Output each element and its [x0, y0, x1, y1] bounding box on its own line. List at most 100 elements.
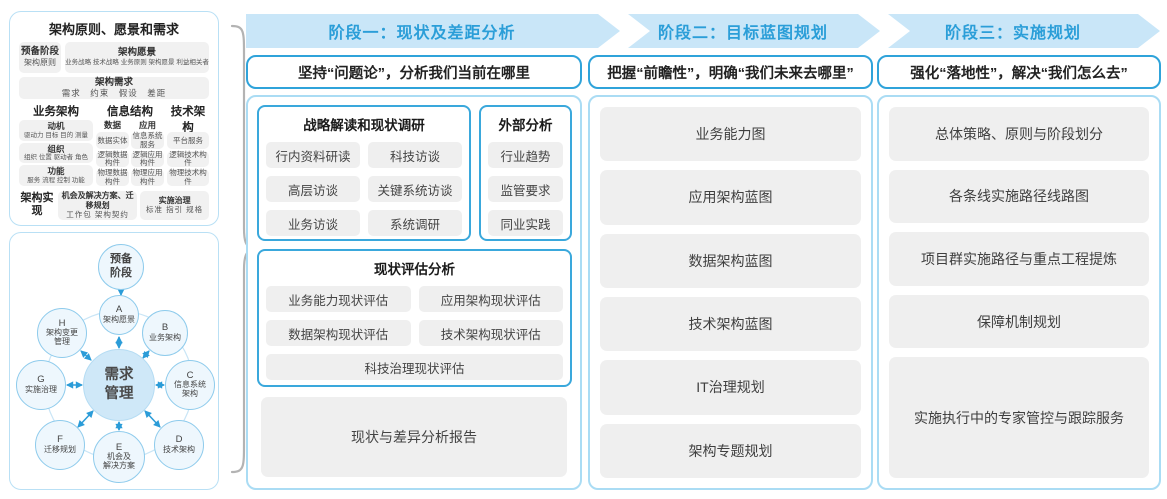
- framework-columns: 动机 驱动力 目标 目的 测量 组织 组织 位置 驱动者 角色 功能 服务 流程…: [19, 120, 209, 186]
- prep-phase-title: 预备阶段: [20, 46, 59, 58]
- data-item: 物理数据构件: [96, 168, 129, 186]
- technical-architecture-header: 技术架构: [170, 106, 206, 135]
- phase2-band-label: 阶段二：目标蓝图规划: [657, 25, 828, 42]
- adm-cycle-diagram: 预备 阶段 A 架构愿景 B 业务架构 C 信息系统 架构 D 技术架构 E 机…: [10, 233, 218, 489]
- strategy-research-box: 战略解读和现状调研 行内资料研读 科技访谈 高层访谈 关键系统访谈 业务访谈 系…: [257, 105, 471, 241]
- implementation-governance-box: 实施治理 标准 指引 规格: [140, 190, 209, 220]
- technology-item: 物理技术构件: [167, 169, 209, 186]
- phase3-deliverables-list: 总体策略、原则与阶段划分 各条线实施路径线路图 项目群实施路径与重点工程提炼 保…: [889, 107, 1149, 478]
- strategy-item: 业务访谈: [266, 210, 360, 236]
- function-title: 功能: [47, 166, 65, 177]
- technology-item: 逻辑技术构件: [167, 150, 209, 168]
- implementation-governance-title: 实施治理: [158, 195, 191, 205]
- framework-row-vision: 预备阶段 架构原则 架构愿景 业务战略 技术战略 业务原则 架构愿景 利益相关者: [19, 42, 209, 73]
- phase1-band-label: 阶段一：现状及差距分析: [328, 25, 516, 42]
- adm-node-letter: F: [57, 434, 63, 446]
- function-box: 功能 服务 流程 控制 功能: [19, 165, 93, 186]
- external-analysis-list: 行业趋势 监管要求 同业实践: [481, 134, 570, 236]
- adm-node-letter: E: [115, 441, 123, 453]
- adm-requirements-management-circle: 需求 管理: [83, 349, 155, 421]
- application-item: 信息系统服务: [131, 131, 164, 149]
- adm-node-f: F 迁移规划: [35, 420, 85, 470]
- information-structure-column: 数据 数据实体 逻辑数据构件 物理数据构件 应用 信息系统服务 逻辑应用构件 物…: [96, 120, 164, 186]
- information-structure-header: 信息结构: [107, 106, 153, 119]
- opportunity-migration-box: 机会及解决方案、迁移规划 工作包 架构契约: [58, 190, 138, 220]
- assessment-analysis-title: 现状评估分析: [374, 262, 455, 277]
- strategy-item: 高层访谈: [266, 176, 360, 202]
- adm-node-letter: H: [58, 317, 66, 329]
- organization-sub: 组织 位置 驱动者 角色: [24, 154, 88, 162]
- strategy-research-grid: 行内资料研读 科技访谈 高层访谈 关键系统访谈 业务访谈 系统调研: [259, 134, 469, 236]
- strategy-item: 系统调研: [368, 210, 462, 236]
- phase2-item: 技术架构蓝图: [600, 296, 861, 352]
- phase2-deliverables-list: 业务能力图 应用架构蓝图 数据架构蓝图 技术架构蓝图 IT治理规划 架构专题规划: [600, 107, 861, 478]
- business-architecture-column: 动机 驱动力 目标 目的 测量 组织 组织 位置 驱动者 角色 功能 服务 流程…: [19, 120, 93, 186]
- gap-analysis-report-box: 现状与差异分析报告: [261, 397, 567, 477]
- motivation-box: 动机 驱动力 目标 目的 测量: [19, 120, 93, 141]
- technical-architecture-column: 平台服务 逻辑技术构件 物理技术构件: [167, 120, 209, 186]
- external-analysis-title: 外部分析: [498, 118, 553, 133]
- phase2-item: 应用架构蓝图: [600, 170, 861, 225]
- assessment-item: 应用架构现状评估: [418, 286, 563, 312]
- phase3-column: 总体策略、原则与阶段划分 各条线实施路径线路图 项目群实施路径与重点工程提炼 保…: [877, 95, 1161, 490]
- phase2-item: 架构专题规划: [600, 423, 861, 478]
- data-item: 逻辑数据构件: [96, 149, 129, 168]
- architecture-demand-title: 架构需求: [94, 76, 133, 88]
- application-item: 逻辑应用构件: [131, 149, 164, 168]
- framework-title: 架构原则、愿景和需求: [48, 22, 179, 37]
- adm-node-letter: C: [186, 369, 194, 381]
- adm-node-letter: A: [115, 304, 123, 316]
- adm-node-label: 技术架构: [163, 444, 195, 454]
- adm-node-label: 架构愿景: [103, 314, 135, 324]
- assessment-item: 科技治理现状评估: [266, 354, 563, 380]
- framework-column-headers: 业务架构 信息结构 技术架构: [19, 103, 209, 135]
- adm-node-b: B 业务架构: [142, 310, 188, 356]
- adm-node-letter: B: [161, 322, 169, 334]
- strategy-research-title: 战略解读和现状调研: [303, 118, 425, 133]
- architecture-realization-row: 架构实现 机会及解决方案、迁移规划 工作包 架构契约 实施治理 标准 指引 规格: [19, 190, 209, 220]
- organization-title: 组织: [47, 143, 65, 154]
- adm-node-label: 迁移规划: [44, 444, 76, 454]
- phase3-item: 项目群实施路径与重点工程提炼: [889, 232, 1149, 286]
- phase3-item: 保障机制规划: [889, 294, 1149, 349]
- adm-node-c: C 信息系统 架构: [165, 360, 215, 410]
- data-subcolumn: 数据 数据实体 逻辑数据构件 物理数据构件: [96, 120, 129, 186]
- architecture-vision-sub: 业务战略 技术战略 业务原则 架构愿景 利益相关者: [65, 58, 209, 66]
- motivation-sub: 驱动力 目标 目的 测量: [24, 131, 88, 139]
- adm-node-h: H 架构变更 管理: [37, 308, 87, 358]
- adm-node-label: 业务架构: [149, 332, 181, 342]
- application-subheader: 应用: [138, 120, 156, 131]
- external-analysis-box: 外部分析 行业趋势 监管要求 同业实践: [479, 105, 572, 241]
- adm-node-label: 实施治理: [25, 384, 57, 394]
- adm-node-label: 信息系统 架构: [174, 380, 206, 399]
- phase2-subtitle: 把握“前瞻性”，明确“我们未来去哪里”: [588, 55, 873, 89]
- phase2-item: IT治理规划: [600, 360, 861, 415]
- phase3-subtitle: 强化“落地性”，解决“我们怎么去”: [877, 55, 1161, 89]
- function-sub: 服务 流程 控制 功能: [27, 176, 85, 184]
- phase2-item: 数据架构蓝图: [600, 233, 861, 288]
- business-architecture-header: 业务架构: [33, 106, 79, 119]
- adm-node-d: D 技术架构: [154, 420, 204, 470]
- architecture-realization-label: 架构实现: [20, 192, 54, 218]
- organization-box: 组织 组织 位置 驱动者 角色: [19, 142, 93, 164]
- phase3-item: 总体策略、原则与阶段划分: [889, 107, 1149, 161]
- assessment-item: 技术架构现状评估: [418, 320, 563, 346]
- adm-cycle-panel: 预备 阶段 A 架构愿景 B 业务架构 C 信息系统 架构 D 技术架构 E 机…: [9, 232, 219, 490]
- strategy-item: 行内资料研读: [266, 142, 360, 168]
- architecture-vision-title: 架构愿景: [117, 47, 156, 59]
- phase2-band: 阶段二：目标蓝图规划: [628, 14, 880, 48]
- phase3-item: 实施执行中的专家管控与跟踪服务: [889, 357, 1149, 478]
- phase2-column: 业务能力图 应用架构蓝图 数据架构蓝图 技术架构蓝图 IT治理规划 架构专题规划: [588, 95, 873, 490]
- assessment-analysis-box: 现状评估分析 业务能力现状评估 应用架构现状评估 数据架构现状评估 技术架构现状…: [257, 249, 572, 387]
- phase2-item: 业务能力图: [600, 107, 861, 162]
- external-item: 同业实践: [488, 210, 563, 236]
- implementation-governance-sub: 标准 指引 规格: [145, 205, 204, 215]
- opportunity-migration-title: 机会及解决方案、迁移规划: [61, 191, 134, 210]
- phase1-subtitle: 坚持“问题论”，分析我们当前在哪里: [246, 55, 582, 89]
- phase3-item: 各条线实施路径线路图: [889, 169, 1149, 224]
- strategy-item: 科技访谈: [368, 142, 462, 168]
- architecture-demand-box: 架构需求 需求 约束 假设 差距: [19, 76, 209, 100]
- adm-prep-phase-circle: 预备 阶段: [98, 244, 144, 290]
- adm-node-label: 架构变更 管理: [46, 328, 78, 347]
